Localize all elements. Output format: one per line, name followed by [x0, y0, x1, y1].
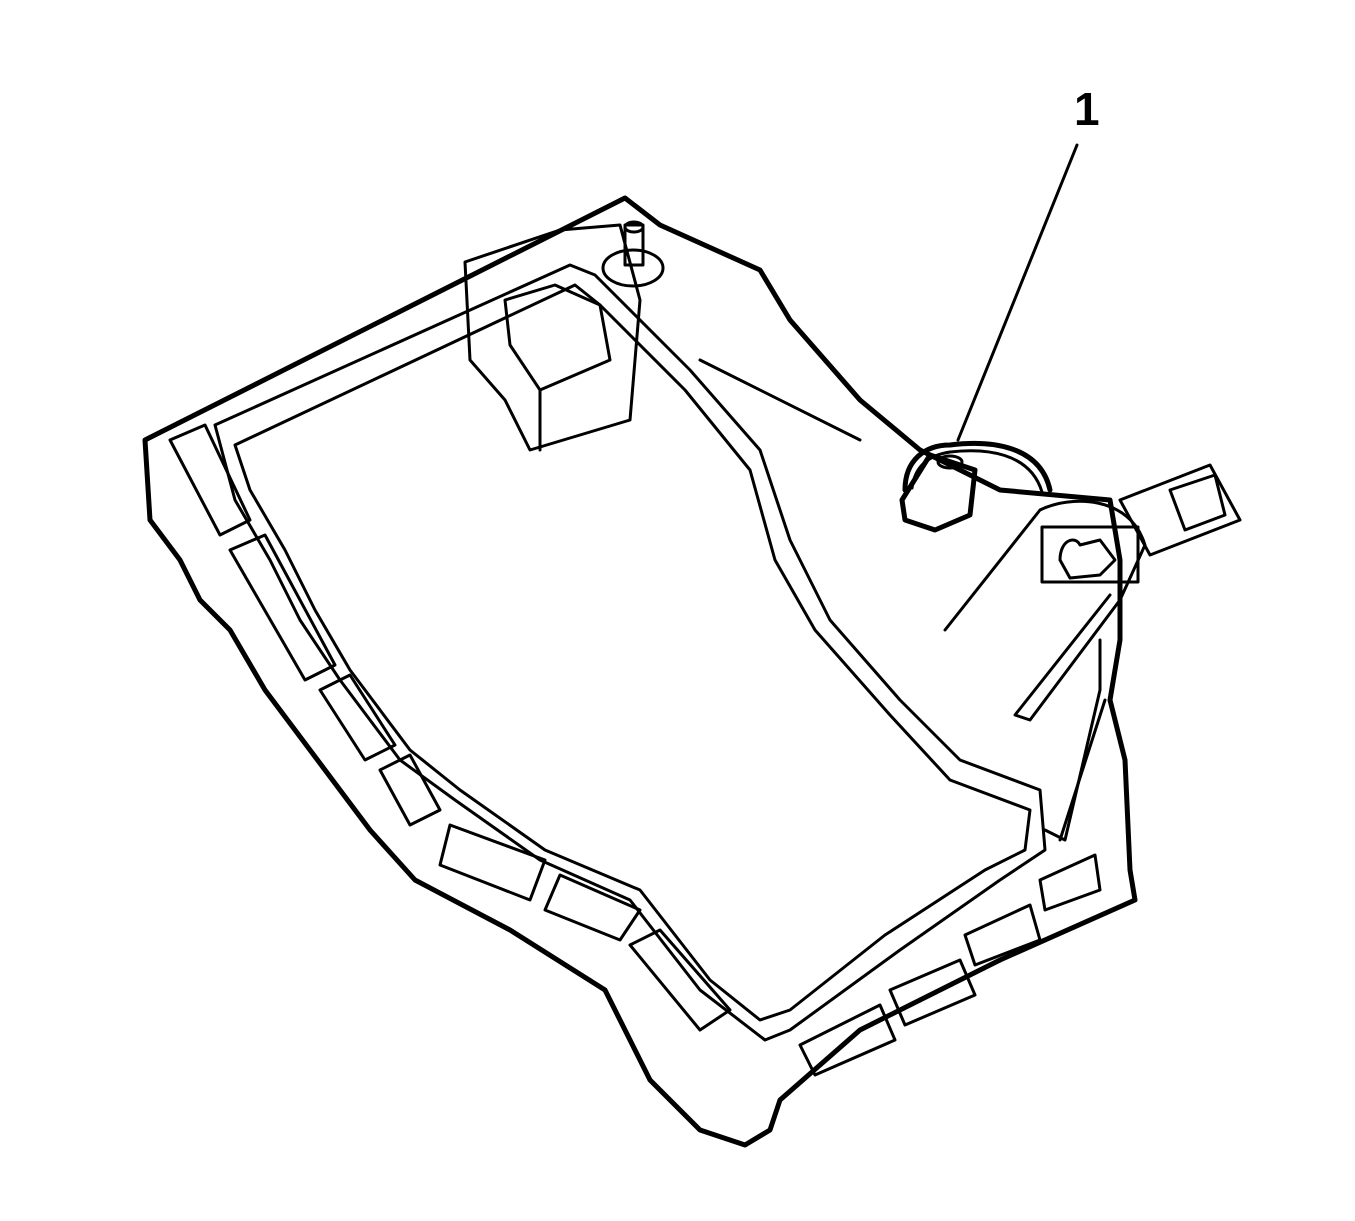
- mount-block: [463, 223, 642, 452]
- callout-number-1: 1: [1074, 83, 1100, 135]
- callout-leader-line: [956, 143, 1079, 442]
- right-rib: [698, 358, 1107, 842]
- electrical-connector: [899, 440, 1053, 533]
- stud-post: [601, 220, 665, 288]
- bracket-tab: [943, 463, 1242, 722]
- pocket-cutouts: [168, 423, 1102, 1077]
- frame-outline: [142, 195, 1138, 1148]
